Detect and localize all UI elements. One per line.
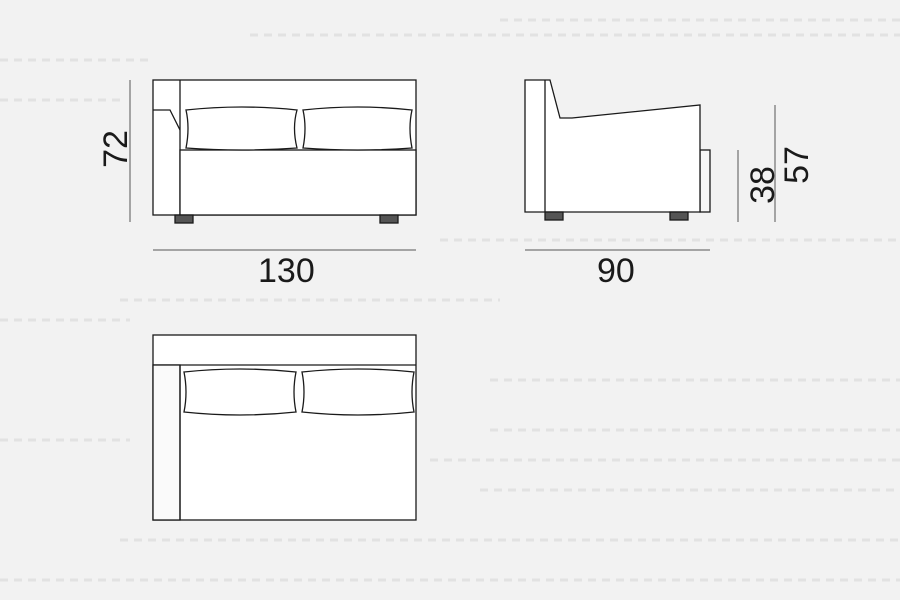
dimension-side-seat-height: 38	[743, 166, 782, 204]
dimension-side-back-height: 57	[777, 146, 816, 184]
top-view	[152, 334, 417, 521]
front-view	[152, 79, 417, 224]
side-view	[524, 79, 711, 221]
top-view-cushion-left	[183, 368, 297, 416]
front-view-foot-right	[379, 214, 399, 224]
side-view-foot-right	[669, 211, 689, 221]
top-view-cushion-right	[301, 368, 415, 416]
side-view-foot-left	[544, 211, 564, 221]
side-view-back-rail	[699, 149, 711, 213]
front-view-seat	[179, 149, 417, 216]
front-view-armrest-top	[153, 109, 181, 131]
top-view-outline	[152, 334, 417, 521]
front-view-cushion-right	[302, 106, 413, 151]
background-pattern	[0, 18, 900, 582]
dimension-front-width: 130	[258, 252, 315, 290]
top-view-armrest	[152, 364, 181, 521]
dimension-front-height: 72	[96, 130, 135, 168]
front-view-cushion-left	[185, 106, 298, 151]
dimension-lines	[129, 80, 776, 251]
front-view-foot-left	[174, 214, 194, 224]
dimension-side-depth: 90	[597, 252, 635, 290]
